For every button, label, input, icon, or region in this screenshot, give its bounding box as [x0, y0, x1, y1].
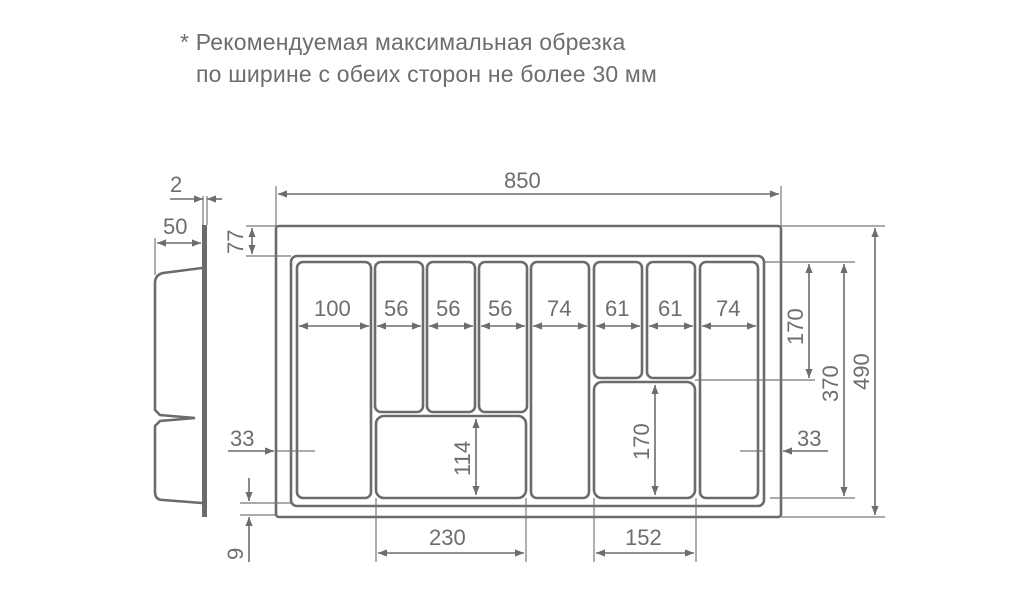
- compartment-lower-left: [374, 414, 528, 500]
- compartment-4: [477, 260, 529, 414]
- top-view: 850 77 100 56 56 56 74 61 61 74: [223, 168, 885, 562]
- side-flange: [202, 225, 207, 517]
- compartment-lower-right: [592, 380, 697, 500]
- compartment-1-width: 100: [314, 296, 351, 321]
- lower-right-width-label: 152: [625, 525, 662, 550]
- trim-note-line-2: по ширине с обеих сторон не более 30 мм: [196, 61, 657, 87]
- compartment-5-width: 74: [547, 296, 571, 321]
- small-compartment-depth-label: 170: [783, 308, 808, 345]
- lower-left-depth-label: 114: [450, 441, 475, 476]
- outer-frame: [274, 224, 783, 519]
- inner-frame: [289, 254, 766, 508]
- right-trim-label: 33: [797, 426, 821, 451]
- compartment-3: [425, 260, 477, 414]
- lower-left-width-label: 230: [429, 525, 466, 550]
- compartment-7-width: 61: [658, 296, 682, 321]
- compartment-5: [529, 260, 591, 500]
- compartment-1: [295, 260, 373, 500]
- compartment-3-width: 56: [436, 296, 460, 321]
- compartment-6: [592, 260, 644, 380]
- compartment-4-width: 56: [488, 296, 512, 321]
- overall-depth-label: 490: [849, 353, 874, 390]
- compartment-6-width: 61: [605, 296, 629, 321]
- top-margin-label: 77: [223, 230, 248, 254]
- side-depth-label: 50: [163, 214, 187, 239]
- compartment-width-dims: 100 56 56 56 74 61 61 74: [299, 296, 756, 330]
- trim-note-line-1: * Рекомендуемая максимальная обрезка: [180, 29, 626, 55]
- side-thickness-label: 2: [170, 172, 182, 197]
- compartment-8-width: 74: [716, 296, 740, 321]
- left-trim-label: 33: [230, 426, 254, 451]
- compartment-2: [373, 260, 425, 414]
- compartment-2-width: 56: [384, 296, 408, 321]
- inner-depth-label: 370: [818, 365, 843, 402]
- overall-width-label: 850: [504, 168, 541, 193]
- compartment-7: [645, 260, 697, 380]
- side-profile: [153, 266, 203, 505]
- trim-note: * Рекомендуемая максимальная обрезка по …: [180, 26, 657, 90]
- lower-right-depth-label: 170: [629, 423, 654, 460]
- bottom-margin-label: 9: [223, 548, 248, 560]
- side-view: 2 50: [153, 172, 222, 517]
